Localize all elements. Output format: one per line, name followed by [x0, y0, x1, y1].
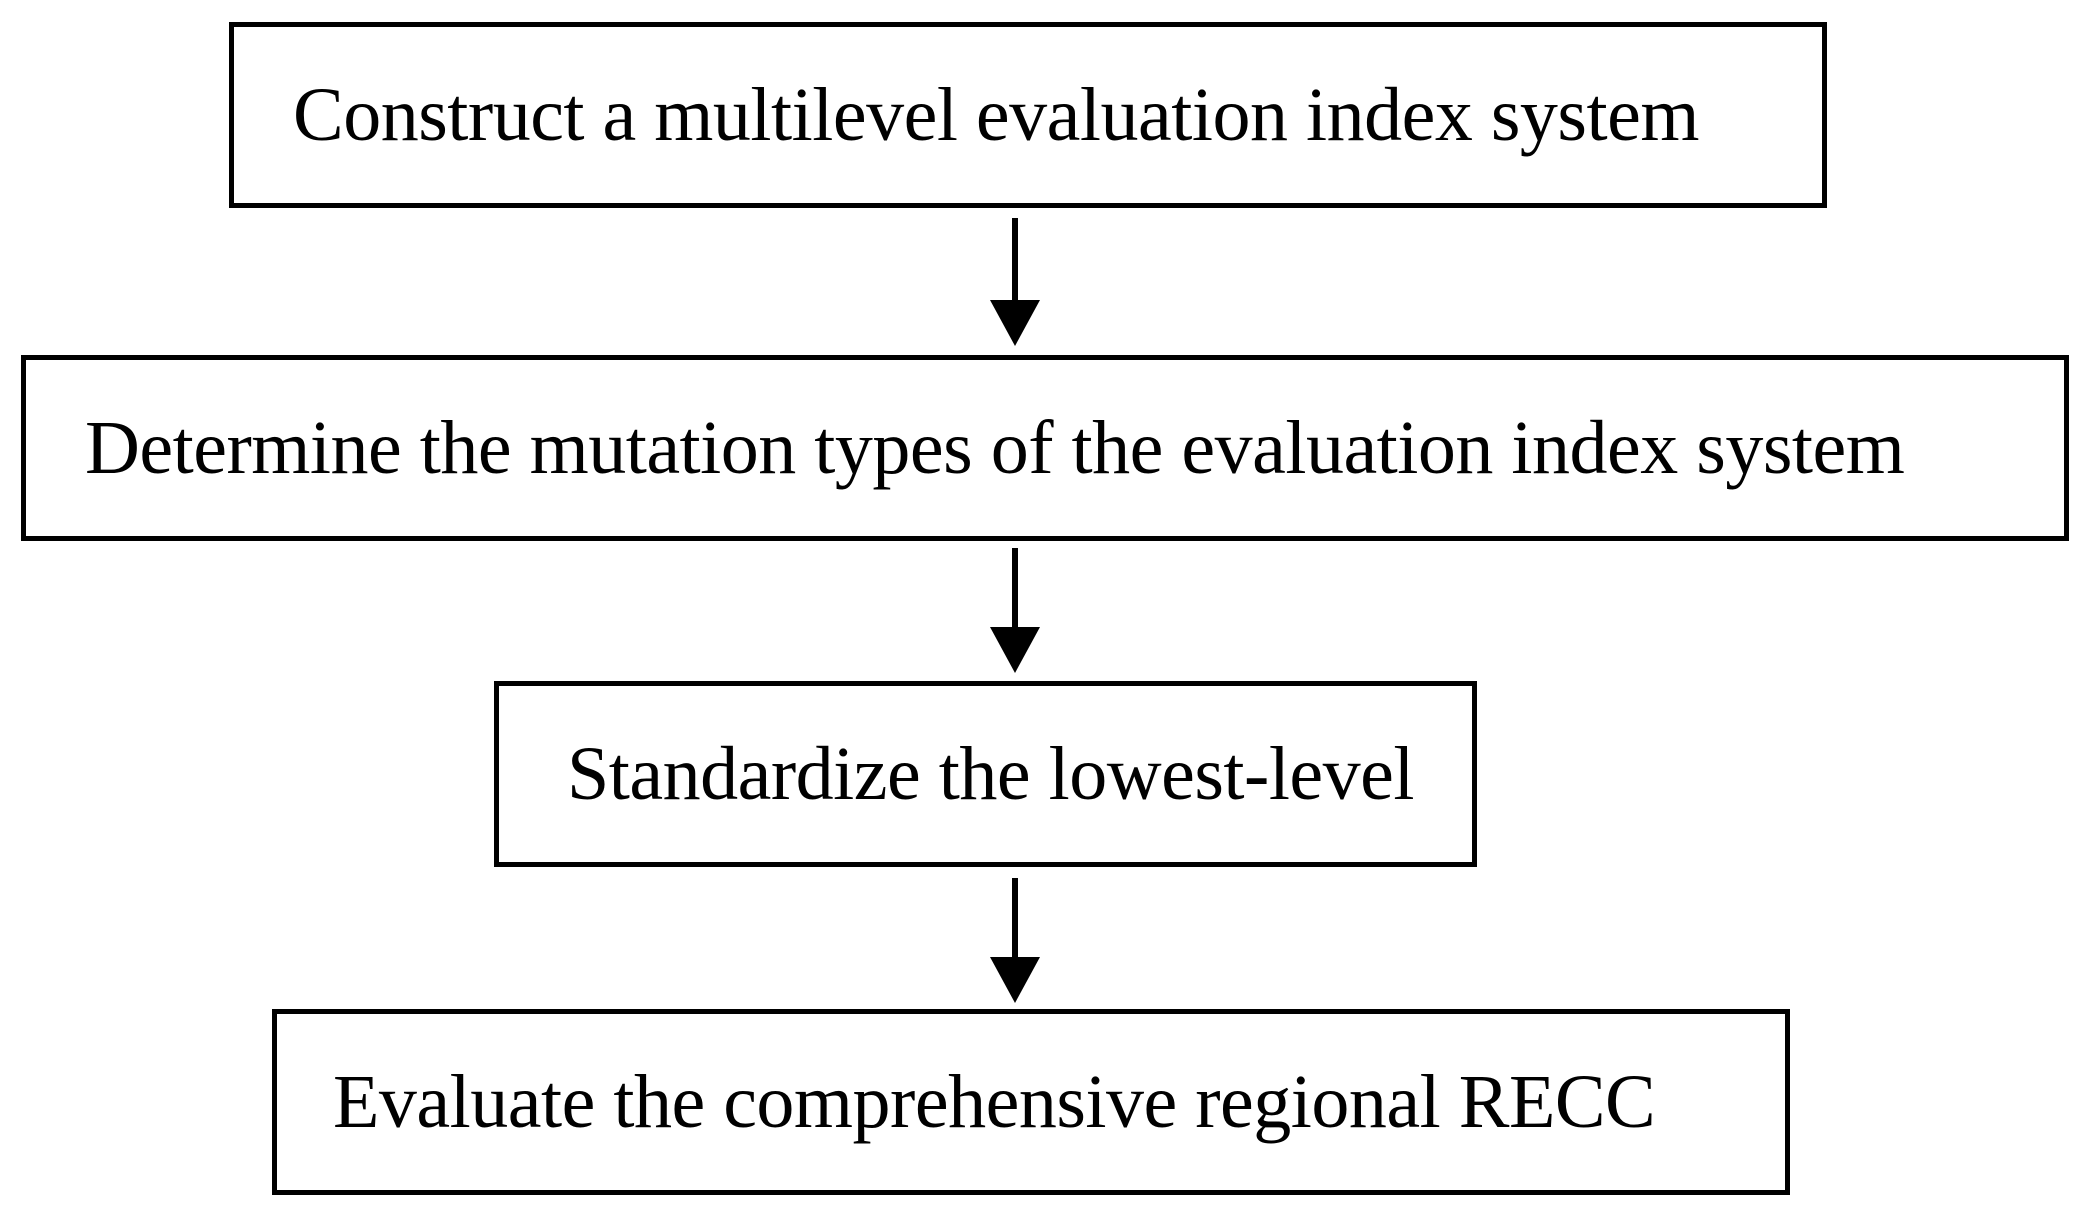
arrow-step2-to-step3	[990, 548, 1040, 673]
step-label-standardize-lowest-level: Standardize the lowest-level	[567, 732, 1415, 816]
step-box-determine-mutation-types: Determine the mutation types of the eval…	[21, 355, 2069, 541]
step-box-evaluate-recc: Evaluate the comprehensive regional RECC	[272, 1009, 1790, 1195]
arrow-step3-to-step4	[990, 878, 1040, 1003]
arrow-step1-to-step2	[990, 218, 1040, 346]
step-box-construct-index-system: Construct a multilevel evaluation index …	[229, 22, 1827, 208]
step-label-determine-mutation-types: Determine the mutation types of the eval…	[85, 406, 1905, 490]
step-box-standardize-lowest-level: Standardize the lowest-level	[494, 681, 1477, 867]
step-label-evaluate-recc: Evaluate the comprehensive regional RECC	[333, 1060, 1656, 1144]
step-label-construct-index-system: Construct a multilevel evaluation index …	[293, 73, 1699, 157]
